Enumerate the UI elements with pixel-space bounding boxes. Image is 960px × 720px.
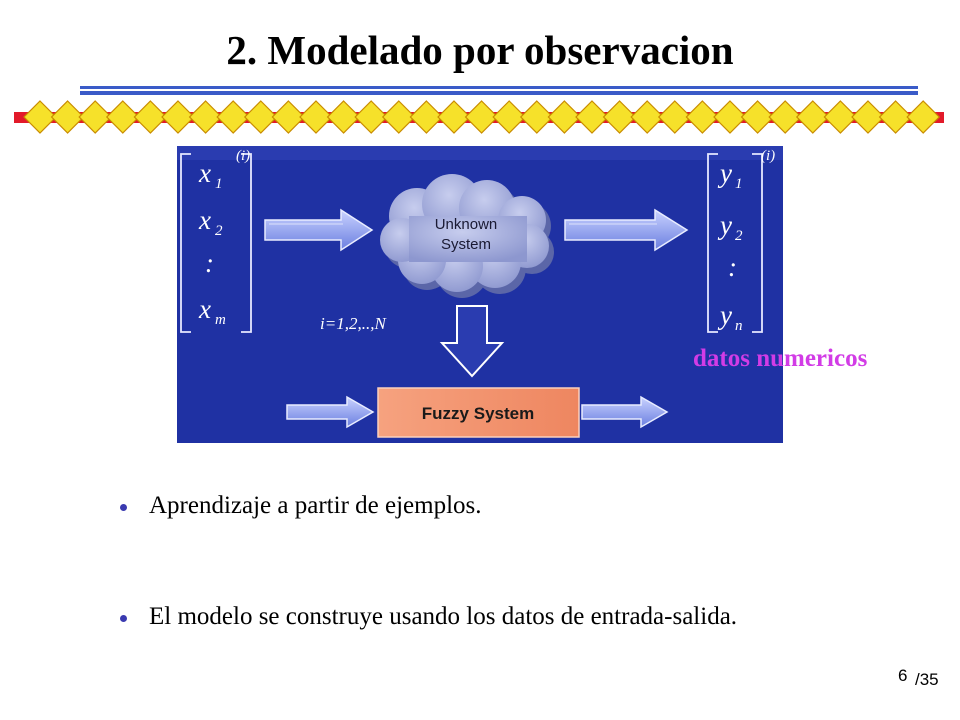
band-diamond-icon [464, 100, 499, 134]
input-entry-xm: x [198, 294, 211, 324]
band-diamond-icon [685, 100, 720, 134]
input-entry-dots: : [205, 248, 214, 278]
unknown-system-line2: System [441, 236, 491, 253]
bullet-dot-icon [120, 615, 127, 622]
band-diamond-icon [657, 100, 692, 134]
input-sub-2: 2 [215, 223, 223, 239]
output-superscript: (i) [761, 148, 775, 164]
band-diamond-icon [519, 100, 554, 134]
fuzzy-system-box: Fuzzy System [377, 387, 580, 438]
input-entry-x2: x [198, 205, 211, 235]
band-diamond-icon [768, 100, 803, 134]
slide-total: /35 [915, 670, 939, 689]
band-diamond-icon [326, 100, 361, 134]
slide-title: 2. Modelado por observacion [226, 27, 734, 73]
band-diamond-icon [105, 100, 140, 134]
band-diamond-icon [354, 100, 389, 134]
output-sub-1: 1 [735, 176, 743, 192]
band-diamond-icon [851, 100, 885, 134]
input-arrow [264, 208, 374, 252]
band-diamond-icon [299, 100, 333, 134]
output-entry-yn: y [717, 300, 732, 330]
output-entry-y2: y [717, 210, 732, 240]
band-diamond-icon [133, 100, 168, 134]
input-entry-x1: x [198, 158, 211, 188]
band-diamond-icon [602, 100, 637, 134]
bullet-dot-icon [120, 504, 127, 511]
band-diamond-icon [630, 100, 665, 134]
band-diamond-icon [78, 100, 113, 134]
output-vector-entries: y 1 y 2 : y n (i) [717, 148, 775, 334]
output-entry-y1: y [717, 158, 732, 188]
input-vector [180, 153, 252, 333]
band-diamond-icon [243, 100, 278, 134]
title-underline [80, 86, 918, 95]
datos-numericos-label: datos numericos [693, 345, 868, 372]
fuzzy-output-arrow [581, 395, 669, 429]
index-label: i=1,2,..,N [320, 314, 387, 333]
band-diamond-icon [878, 100, 913, 134]
band-diamond-icon [216, 100, 251, 134]
output-entry-dots: : [728, 252, 737, 282]
fuzzy-input-arrow [286, 395, 375, 429]
band-diamond-icon [740, 100, 775, 134]
input-superscript: (i) [236, 148, 250, 164]
band-diamond-icon [713, 100, 747, 134]
band-diamond-icon [437, 100, 471, 134]
input-sub-m: m [215, 312, 226, 328]
band-diamond-icon [547, 100, 582, 134]
band-diamond-icon [50, 100, 85, 134]
unknown-system-cloud: Unknown System [380, 174, 554, 298]
decorative-diamond-band [14, 100, 944, 134]
band-diamond-icon [492, 100, 527, 134]
band-diamond-icon [23, 100, 57, 134]
band-diamond-icon [823, 100, 858, 134]
bullet-text: Aprendizaje a partir de ejemplos. [149, 492, 482, 519]
band-diamond-icon [271, 100, 306, 134]
input-sub-1: 1 [215, 176, 223, 192]
bullet-text: El modelo se construye usando los datos … [149, 603, 738, 630]
slide-number: 6 [898, 666, 908, 685]
band-diamond-icon [161, 100, 195, 134]
band-diamond-icon [188, 100, 223, 134]
output-vector [707, 153, 763, 333]
band-diamond-icon [409, 100, 444, 134]
band-diamond-icon [795, 100, 830, 134]
down-arrow [439, 305, 505, 378]
input-vector-entries: x 1 x 2 : x m (i) [198, 148, 250, 328]
output-arrow [564, 208, 689, 252]
fuzzy-system-label: Fuzzy System [422, 404, 534, 423]
band-diamond-icon [906, 100, 941, 134]
output-sub-n: n [735, 318, 743, 334]
system-diagram: x 1 x 2 : x m (i) y 1 y 2 : y n (i) [177, 146, 783, 443]
band-diamond-icon [381, 100, 416, 134]
unknown-system-line1: Unknown [435, 216, 498, 233]
band-diamond-icon [575, 100, 609, 134]
output-sub-2: 2 [735, 228, 743, 244]
